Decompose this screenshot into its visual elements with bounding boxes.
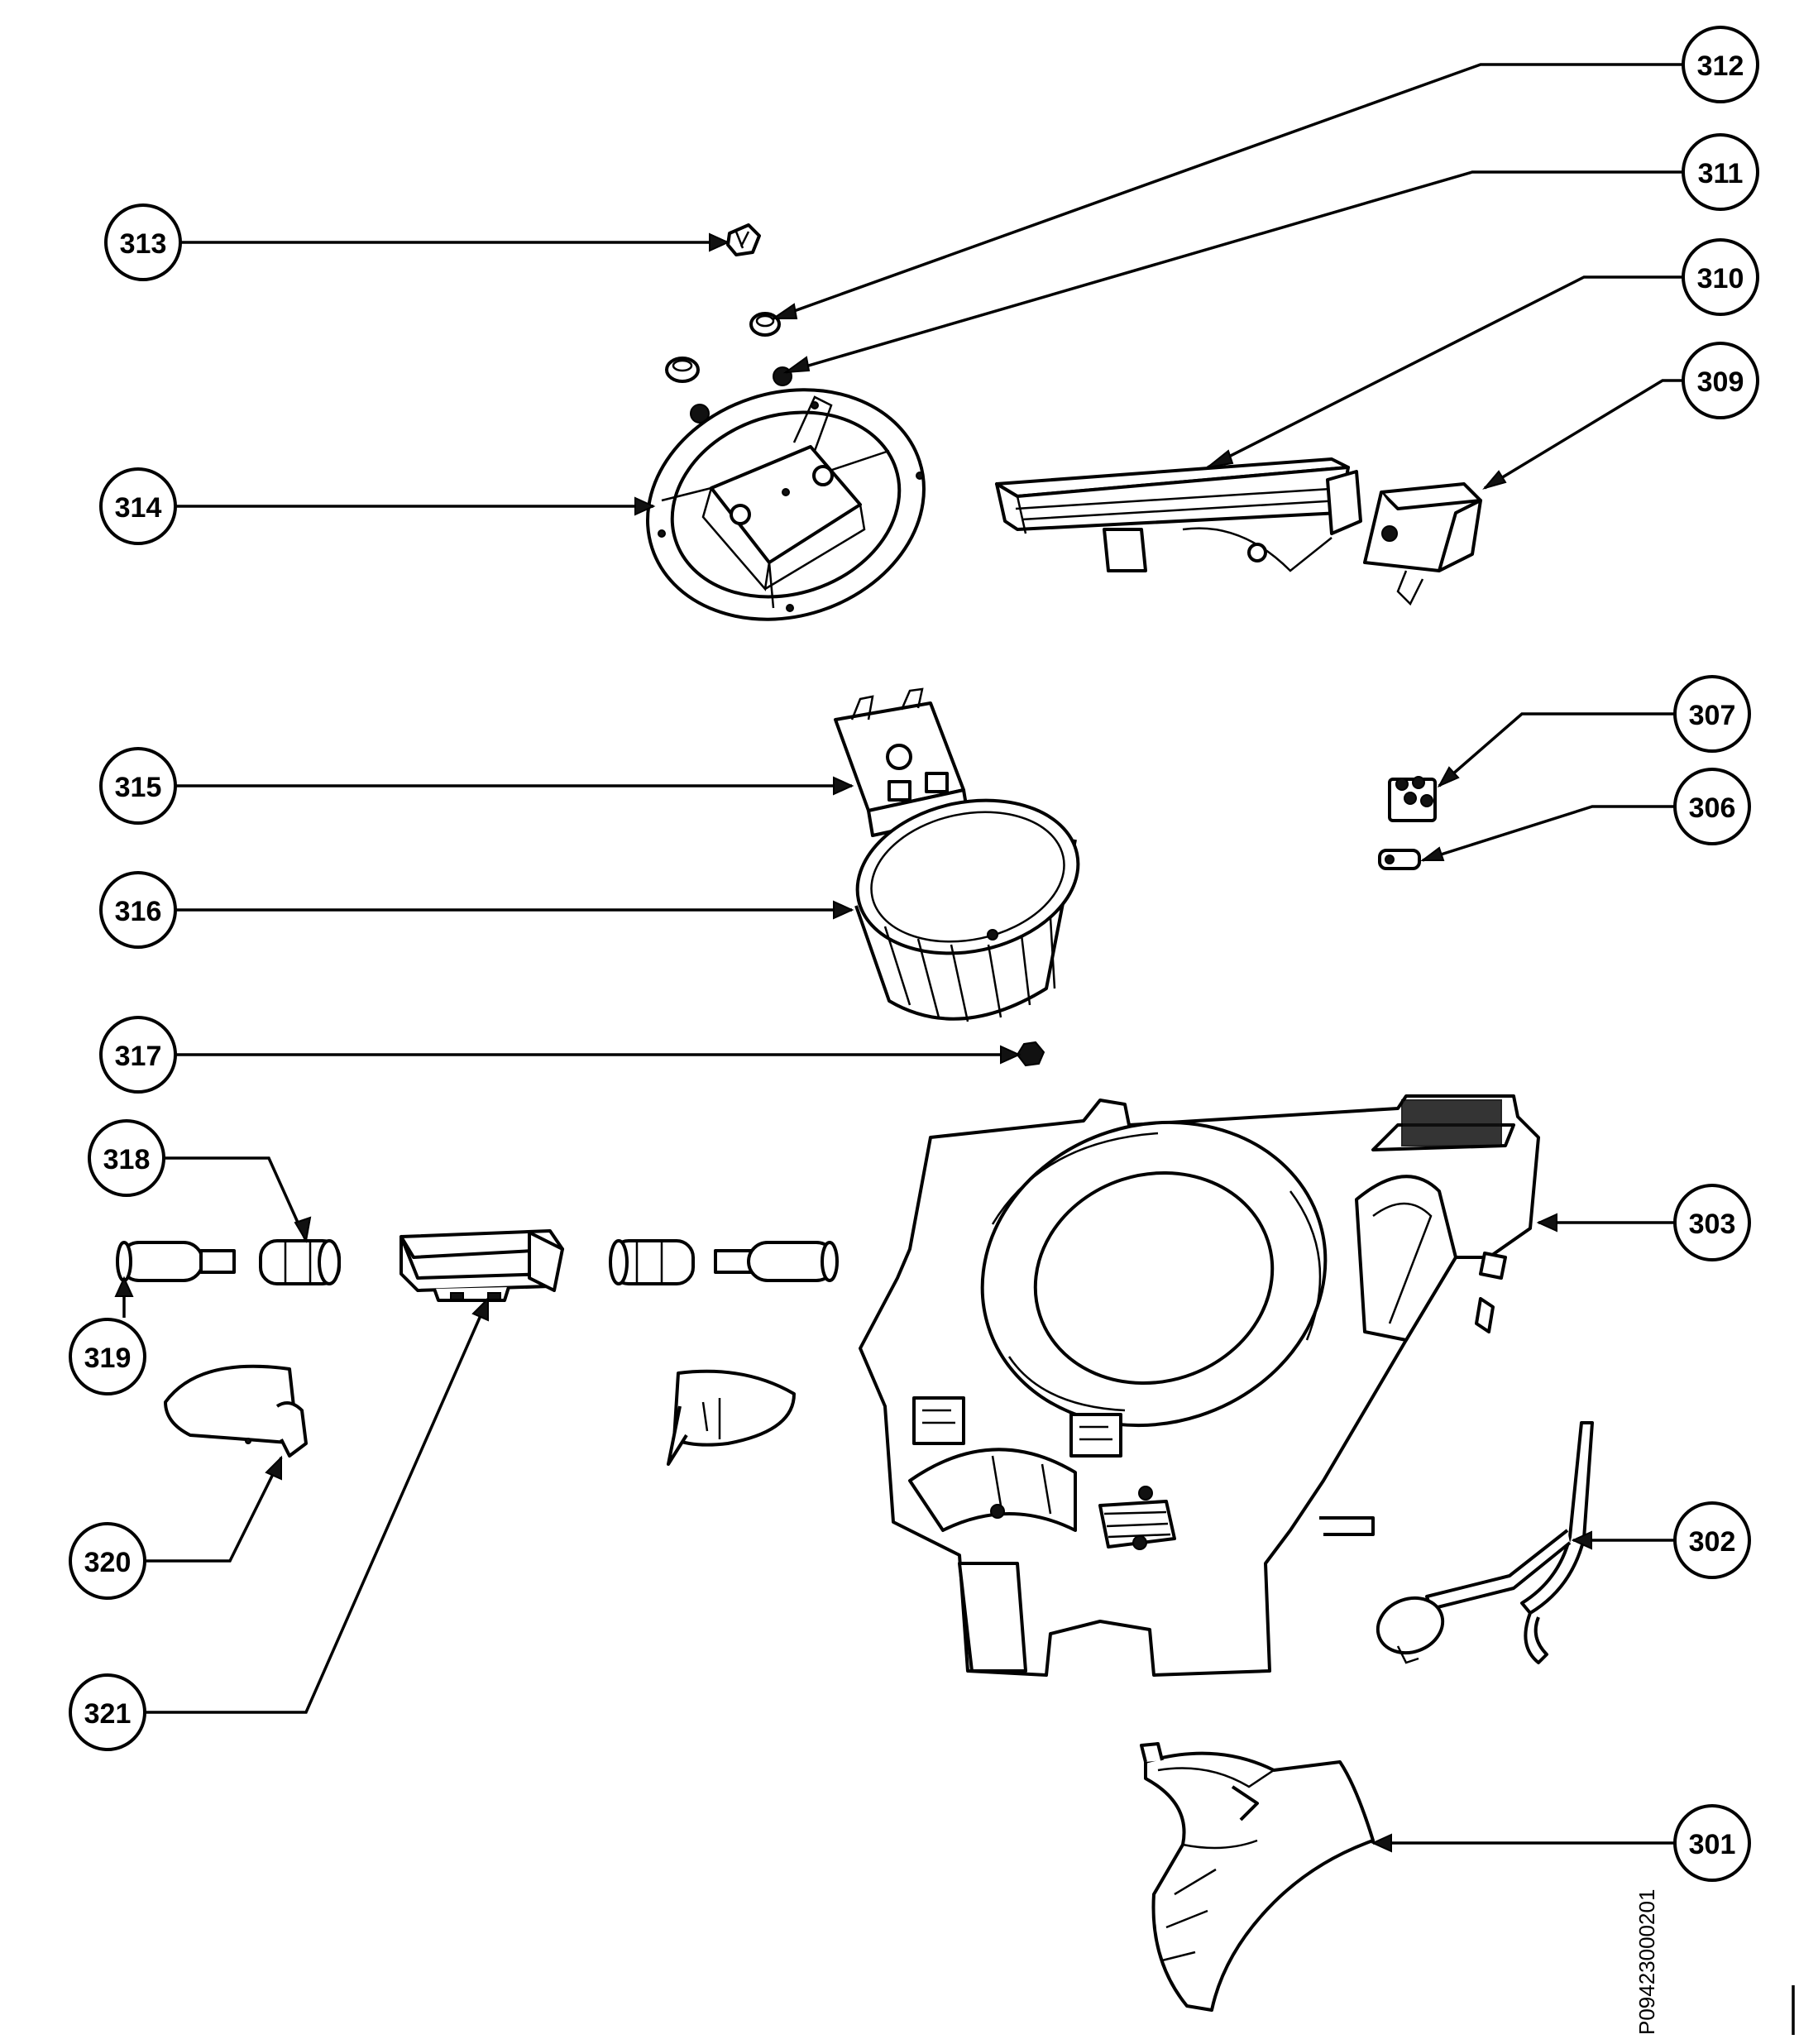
callout-316: 316 [99, 871, 177, 949]
part-310-channel [995, 457, 1362, 572]
part-316-drum [854, 798, 1080, 1022]
callout-301-label: 301 [1689, 1829, 1736, 1860]
callout-306-label: 306 [1689, 792, 1736, 824]
callout-312: 312 [1682, 26, 1759, 103]
part-303-housing [859, 1094, 1540, 1677]
part-319-pin-left [116, 1241, 236, 1282]
part-309-bracket [1363, 482, 1482, 606]
leader-lines [112, 63, 1683, 1845]
part-301-cover [1140, 1742, 1375, 2012]
callout-313: 313 [104, 203, 182, 281]
part-320-trim-left [164, 1364, 308, 1458]
callout-313-label: 313 [120, 228, 167, 260]
part-306-small-tab [1378, 849, 1421, 870]
callout-316-label: 316 [115, 896, 162, 927]
callout-307-label: 307 [1689, 700, 1736, 731]
part-317-nut [1016, 1041, 1045, 1067]
part-318-bushing-left [259, 1239, 341, 1285]
callout-307: 307 [1673, 675, 1751, 753]
callout-314-label: 314 [115, 492, 162, 524]
part-302-lever [1376, 1421, 1594, 1664]
callout-318-label: 318 [103, 1144, 151, 1175]
part-321-center-bracket [400, 1229, 564, 1302]
part-trim-right [667, 1369, 796, 1466]
callout-310: 310 [1682, 238, 1759, 316]
part-313-clip [726, 223, 761, 256]
callout-320: 320 [69, 1522, 146, 1600]
part-314-ring-mount [646, 388, 926, 621]
callout-315: 315 [99, 747, 177, 825]
callout-317: 317 [99, 1016, 177, 1094]
callout-309-label: 309 [1697, 366, 1744, 398]
callout-314: 314 [99, 467, 177, 545]
callout-319: 319 [69, 1318, 146, 1395]
callout-320-label: 320 [84, 1547, 132, 1578]
callout-303-label: 303 [1689, 1209, 1736, 1240]
callout-303: 303 [1673, 1184, 1751, 1261]
callout-317-label: 317 [115, 1041, 162, 1072]
callout-321-label: 321 [84, 1698, 132, 1730]
callout-311: 311 [1682, 133, 1759, 211]
callout-319-label: 319 [84, 1343, 132, 1374]
callout-306: 306 [1673, 768, 1751, 845]
part-pin-right [714, 1241, 839, 1282]
callout-309: 309 [1682, 342, 1759, 419]
part-bushing-right [609, 1239, 695, 1285]
callout-301: 301 [1673, 1804, 1751, 1882]
callout-302: 302 [1673, 1501, 1751, 1579]
callout-311-label: 311 [1698, 158, 1744, 189]
callout-318: 318 [88, 1119, 165, 1197]
part-307-terminal-block [1388, 776, 1437, 822]
callout-312-label: 312 [1697, 50, 1744, 82]
callout-310-label: 310 [1697, 263, 1744, 294]
callout-315-label: 315 [115, 772, 162, 803]
arrowheads [114, 232, 1592, 1853]
callout-321: 321 [69, 1673, 146, 1751]
part-extra-grommet [665, 357, 710, 424]
callout-302-label: 302 [1689, 1526, 1736, 1558]
document-code: P09423000201 [1634, 1889, 1659, 2035]
